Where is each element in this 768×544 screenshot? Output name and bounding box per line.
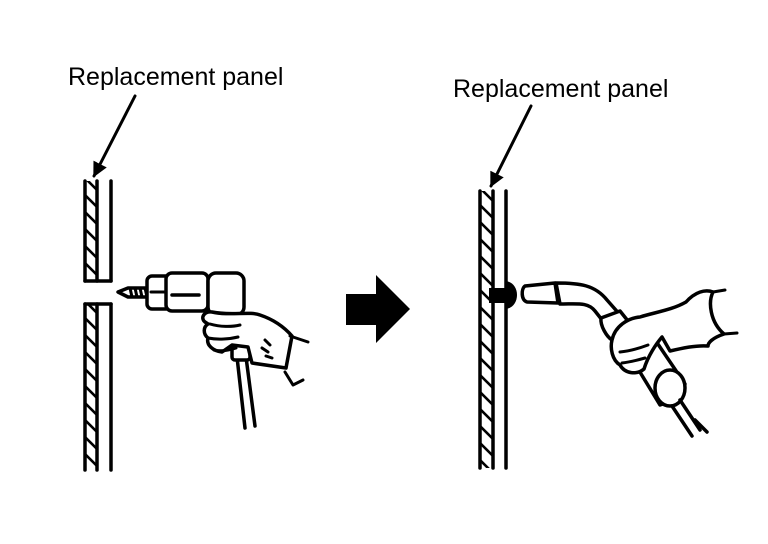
hatch-line <box>480 477 493 490</box>
hatch-line <box>85 194 97 208</box>
hatch-line <box>480 255 493 270</box>
air-drill-icon <box>116 271 310 430</box>
hatch-line <box>85 262 97 276</box>
hatch-line <box>480 408 493 423</box>
hatch-line <box>480 459 490 468</box>
hatch-line <box>480 204 493 219</box>
hatch-line <box>480 340 493 355</box>
hatch-line <box>85 317 97 331</box>
left-step-drilling: Replacement panel <box>68 63 310 500</box>
hatch-line <box>480 306 493 321</box>
left-replacement-panel-label: Replacement panel <box>68 63 283 91</box>
hatch-line <box>481 191 493 202</box>
hatch-line <box>85 402 97 416</box>
hatch-line <box>86 181 97 191</box>
hatch-line <box>85 488 97 500</box>
hatch-line <box>480 323 493 338</box>
hatch-line <box>85 419 97 433</box>
hatch-line <box>480 425 493 440</box>
hatch-line <box>85 245 97 259</box>
hatch-line <box>85 385 97 399</box>
right-arrow-icon <box>346 275 410 343</box>
hatch-line <box>85 211 97 225</box>
left-label-leader-arrow <box>92 94 137 178</box>
mig-welding-torch-icon <box>520 281 739 438</box>
right-label-leader-arrow <box>489 104 533 188</box>
hatch-line <box>480 442 493 457</box>
hatch-line <box>480 357 493 372</box>
hatch-line <box>85 436 97 450</box>
plug-weld-bead <box>489 281 517 309</box>
right-step-plug-welding: Replacement panel <box>453 75 739 490</box>
hatch-line <box>480 391 493 406</box>
hatch-line <box>480 374 493 389</box>
hatch-line <box>85 351 97 365</box>
hatch-line <box>480 272 493 287</box>
hatch-line <box>85 228 97 242</box>
right-replacement-panel <box>478 171 508 490</box>
hatch-line <box>85 471 97 483</box>
left-replacement-panel <box>83 179 113 500</box>
hatch-line <box>85 453 97 467</box>
hatch-line <box>85 334 97 348</box>
hatch-line <box>85 368 97 382</box>
hatch-line <box>85 284 97 296</box>
hatch-line <box>480 221 493 236</box>
hatch-line <box>86 304 97 314</box>
hatch-line <box>480 171 493 184</box>
hatch-line <box>480 238 493 253</box>
right-replacement-panel-label: Replacement panel <box>453 75 668 103</box>
